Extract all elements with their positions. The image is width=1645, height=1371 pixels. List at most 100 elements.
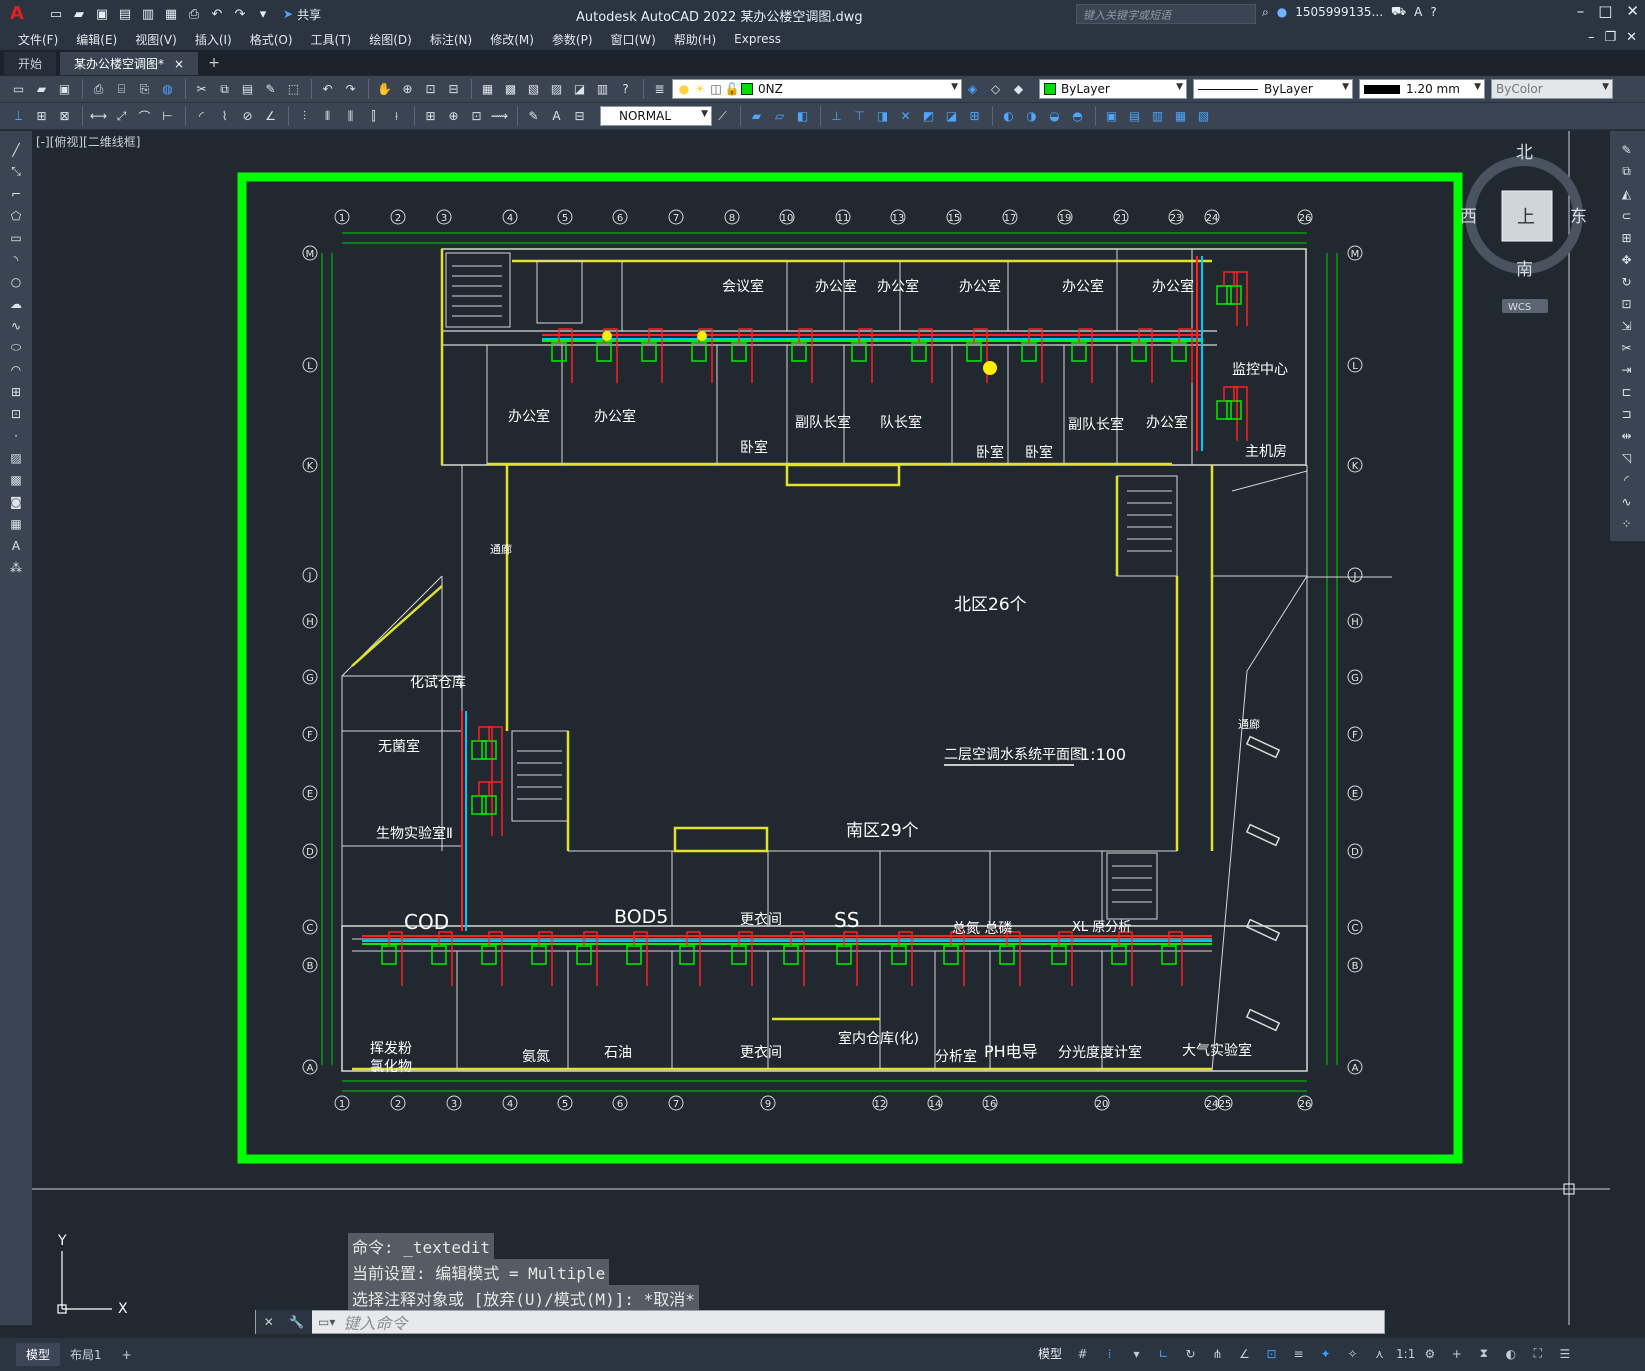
chamfer-icon[interactable]: ◹ xyxy=(1621,450,1632,465)
ucs-previous-icon[interactable]: ◨ xyxy=(876,109,889,123)
jogged-linear-icon[interactable]: ⟿ xyxy=(490,109,509,123)
dim-override-icon[interactable]: ⊟ xyxy=(574,109,585,123)
sheet-set-icon[interactable]: ▨ xyxy=(550,82,563,96)
menu-draw[interactable]: 绘图(D) xyxy=(369,32,412,47)
wcs-menu[interactable] xyxy=(1502,299,1548,313)
ellipse-icon[interactable]: ⬭ xyxy=(10,340,22,354)
lineweight-dropdown[interactable]: 1.20 mm ▼ xyxy=(1359,79,1485,99)
menu-insert[interactable]: 插入(I) xyxy=(194,32,232,47)
block-editor-icon[interactable]: ⬚ xyxy=(287,82,300,96)
new-icon[interactable]: ▭ xyxy=(12,82,25,96)
table-icon[interactable]: ▦ xyxy=(10,516,22,531)
minimize-icon[interactable]: – xyxy=(1576,2,1585,20)
calculator-icon[interactable]: ▥ xyxy=(596,82,609,96)
layer-previous-icon[interactable]: ◇ xyxy=(990,82,1001,96)
dim-update-icon[interactable]: ⊠ xyxy=(59,109,70,123)
compass-west[interactable]: 西 xyxy=(1460,207,1477,227)
help-icon[interactable]: ? xyxy=(622,82,629,96)
ucs-face-icon[interactable]: ✕ xyxy=(900,109,911,123)
customize-dropdown-icon[interactable]: ▾ xyxy=(259,6,267,22)
tab-model[interactable]: 模型 xyxy=(16,1343,61,1366)
user-name[interactable]: 1505999135... xyxy=(1295,5,1384,19)
menu-edit[interactable]: 编辑(E) xyxy=(76,32,118,47)
draworder-back-icon[interactable]: ▱ xyxy=(774,109,785,123)
construction-line-icon[interactable]: ⤡ xyxy=(11,164,21,178)
plotstyle-dropdown[interactable]: ByColor ▼ xyxy=(1491,79,1613,99)
autocad-logo-icon[interactable]: A xyxy=(10,3,24,24)
fillet-icon[interactable]: ◜ xyxy=(1624,472,1629,487)
diameter-icon[interactable]: ⊘ xyxy=(242,109,253,123)
save-icon[interactable]: ▣ xyxy=(95,6,109,22)
viewport-controls[interactable]: [-][俯视][二维线框] xyxy=(36,135,141,149)
space-icon[interactable]: ⫿ xyxy=(371,108,376,123)
share-button[interactable]: ➤共享 xyxy=(283,6,321,23)
center-mark-icon[interactable]: ⊕ xyxy=(448,109,459,123)
publish-icon[interactable]: ▦ xyxy=(164,6,178,22)
lineweight-icon[interactable]: ≡ xyxy=(1293,1346,1304,1361)
undo-icon[interactable]: ↶ xyxy=(322,82,333,96)
hatch-icon[interactable]: ▨ xyxy=(10,450,22,465)
command-input[interactable]: ✕ 🔧 ▭▾ 键入命令 xyxy=(255,1310,1385,1334)
jogged-icon[interactable]: ⌇ xyxy=(221,109,228,123)
object-track-icon[interactable]: ∠ xyxy=(1239,1346,1250,1361)
color-dropdown[interactable]: ByLayer ▼ xyxy=(1039,79,1187,99)
stretch-icon[interactable]: ⇲ xyxy=(1621,318,1632,333)
clean-screen-icon[interactable]: ⛶ xyxy=(1533,1346,1543,1360)
dim-style-icon[interactable]: ⊞ xyxy=(36,109,47,123)
layer-state-icon[interactable]: ◆ xyxy=(1013,82,1024,96)
close-icon[interactable]: ✕ xyxy=(1626,2,1639,20)
user-icon[interactable]: ● xyxy=(1276,5,1288,19)
scale-icon[interactable]: ⊡ xyxy=(1621,296,1632,311)
arc-icon[interactable]: ◝ xyxy=(13,252,19,267)
add-layout-button[interactable]: + xyxy=(121,1347,132,1362)
new-file-icon[interactable]: ▭ xyxy=(49,6,63,22)
spline-icon[interactable]: ∿ xyxy=(10,318,22,333)
doc-restore-icon[interactable]: ❐ xyxy=(1604,30,1617,45)
properties-icon[interactable]: ▦ xyxy=(481,82,494,96)
extend-icon[interactable]: ⇥ xyxy=(1621,362,1632,377)
tab-drawing[interactable]: 某办公楼空调图*× xyxy=(60,52,199,75)
angular-icon[interactable]: ∠ xyxy=(265,109,276,123)
paste-icon[interactable]: ▤ xyxy=(241,82,254,96)
add-selected-icon[interactable]: ⁂ xyxy=(10,560,22,575)
offset-icon[interactable]: ⊂ xyxy=(1621,208,1632,223)
tab-close-icon[interactable]: × xyxy=(174,56,185,71)
snap-icon[interactable]: ⁞ xyxy=(1107,1346,1112,1361)
ucs-view-icon[interactable]: ◪ xyxy=(945,109,958,123)
pan-icon[interactable]: ✋ xyxy=(377,82,392,96)
doc-close-icon[interactable]: ✕ xyxy=(1626,30,1637,45)
ordinate-icon[interactable]: ⊢ xyxy=(162,109,173,123)
plot-icon[interactable]: ⎙ xyxy=(93,81,104,96)
ellipse-arc-icon[interactable]: ◠ xyxy=(10,362,22,377)
insert-block-icon[interactable]: ⊞ xyxy=(10,384,22,399)
polyline-icon[interactable]: ⌐ xyxy=(10,186,22,201)
search-icon[interactable]: ⌕ xyxy=(1262,4,1269,19)
circle-icon[interactable]: ○ xyxy=(10,274,22,289)
maximize-icon[interactable]: □ xyxy=(1598,2,1613,20)
view-left-icon[interactable]: ◒ xyxy=(1049,109,1060,123)
linetype-dropdown[interactable]: ByLayer ▼ xyxy=(1193,79,1353,99)
close-command-line-icon[interactable]: ✕ xyxy=(263,1315,274,1329)
compass-south[interactable]: 南 xyxy=(1516,260,1533,280)
osnap-icon[interactable]: ⊡ xyxy=(1266,1346,1277,1361)
tab-start[interactable]: 开始 xyxy=(4,52,57,75)
ucs-icon[interactable]: ⊥ xyxy=(831,109,842,123)
compass-ring[interactable] xyxy=(1465,156,1583,274)
view-right-icon[interactable]: ◓ xyxy=(1072,109,1083,123)
break-icon[interactable]: ⟊ xyxy=(394,108,399,123)
mtext-icon[interactable]: A xyxy=(11,538,21,553)
annotation-scale-value[interactable]: 1:1 xyxy=(1396,1346,1416,1361)
array-icon[interactable]: ⊞ xyxy=(1621,230,1632,245)
workspace-gear-icon[interactable]: ⚙ xyxy=(1424,1346,1436,1361)
ortho-icon[interactable]: ∟ xyxy=(1158,1346,1169,1361)
polar-icon[interactable]: ↻ xyxy=(1185,1346,1196,1361)
customize-statusbar-icon[interactable]: ☰ xyxy=(1559,1346,1571,1361)
menu-parametric[interactable]: 参数(P) xyxy=(551,32,593,47)
compass-east[interactable]: 东 xyxy=(1570,207,1587,227)
3dprint-icon[interactable]: ◍ xyxy=(162,82,173,96)
tool-palettes-icon[interactable]: ▧ xyxy=(527,82,540,96)
ucs-world-icon[interactable]: ⊤ xyxy=(854,109,865,123)
region-icon[interactable]: ◙ xyxy=(10,494,22,509)
undo-icon[interactable]: ↶ xyxy=(211,6,223,22)
